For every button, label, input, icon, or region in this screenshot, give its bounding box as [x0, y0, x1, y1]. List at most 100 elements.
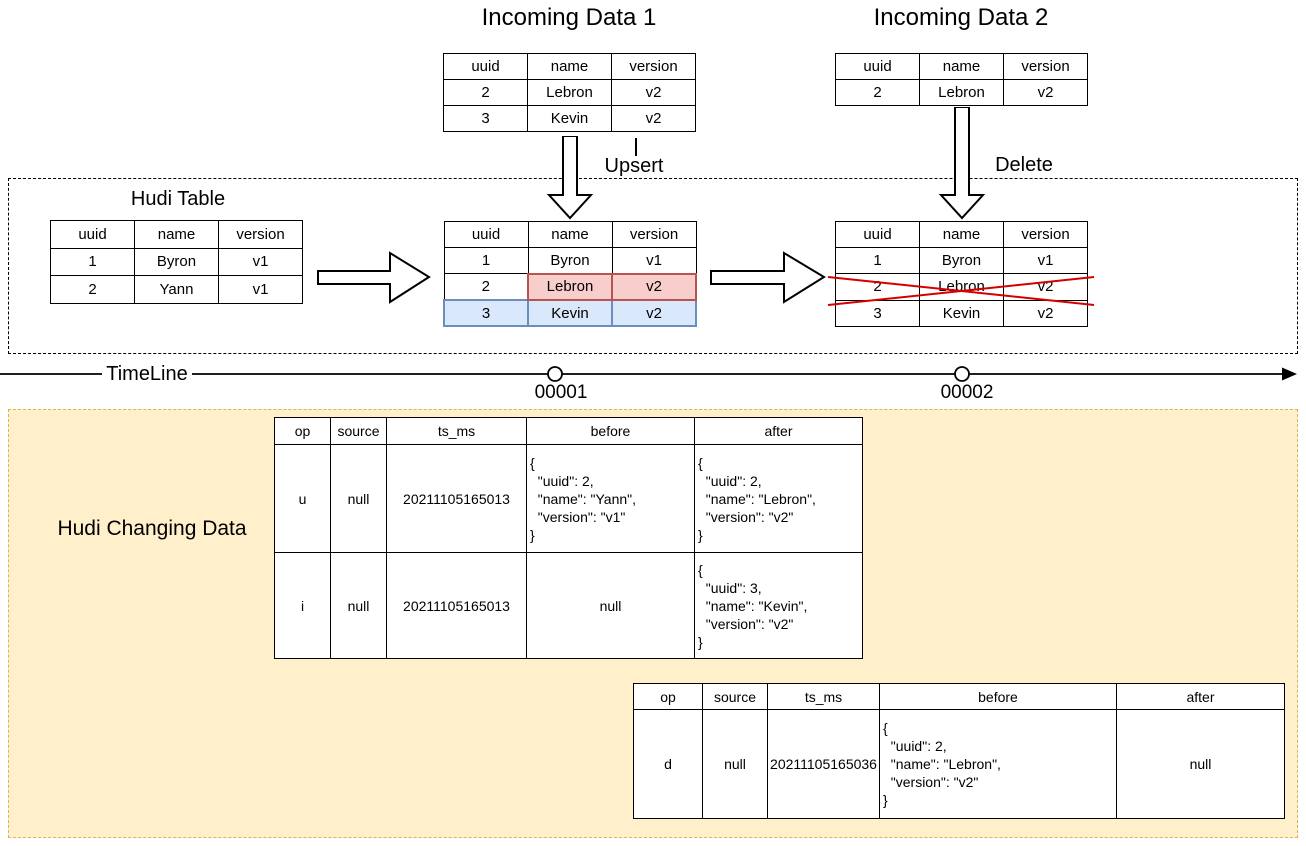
timeline-arrowhead-icon: [1282, 367, 1297, 381]
table-cell: Kevin: [919, 299, 1004, 327]
table-cell: null: [330, 552, 387, 659]
column-header: uuid: [835, 53, 920, 80]
column-header: ts_ms: [767, 683, 880, 710]
flow-arrow-upsert-to-delete-icon: [710, 251, 826, 304]
table-cell: 1: [443, 247, 529, 275]
table-cell: v2: [1003, 299, 1088, 327]
column-header: name: [527, 220, 613, 249]
table-cell: 20211105165013: [386, 552, 527, 659]
timeline-marker-1-label: 00001: [534, 382, 588, 403]
table-cell: 20211105165013: [386, 444, 527, 553]
upsert-arrow-icon: [546, 136, 594, 220]
table-cell: { "uuid": 2, "name": "Lebron", "version"…: [694, 444, 863, 553]
timeline-commit-2-marker-icon: [954, 366, 970, 382]
delete-label: Delete: [995, 154, 1053, 176]
table-cell: 3: [443, 105, 528, 132]
table-cell: v2: [1003, 79, 1088, 106]
table-cell: null: [702, 709, 768, 819]
table-cell: { "uuid": 2, "name": "Lebron", "version"…: [879, 709, 1117, 819]
timeline-axis: [0, 366, 1297, 382]
table-cell: 20211105165036: [767, 709, 880, 819]
table-cell: u: [274, 444, 331, 553]
column-header: source: [702, 683, 768, 710]
table-cell: Kevin: [527, 299, 613, 328]
column-header: version: [1003, 220, 1088, 249]
timeline-commit-1-marker-icon: [547, 366, 563, 382]
column-header: op: [633, 683, 703, 710]
column-header: name: [527, 53, 612, 80]
incoming-data-1-title: Incoming Data 1: [481, 4, 657, 31]
table-cell: Byron: [134, 247, 219, 276]
table-cell: Lebron: [919, 79, 1004, 106]
delete-arrow-icon: [938, 107, 986, 220]
incoming-data-2-title: Incoming Data 2: [873, 4, 1049, 31]
table-cell: 2: [50, 275, 135, 304]
column-header: version: [611, 220, 697, 249]
table-cell: v2: [611, 105, 696, 132]
table-cell: 1: [50, 247, 135, 276]
delete-cross-icon: [827, 276, 1095, 306]
hudi-table-title: Hudi Table: [130, 188, 226, 210]
column-header: version: [1003, 53, 1088, 80]
column-header: version: [218, 220, 303, 249]
upsert-leader-line: [635, 138, 637, 156]
column-header: after: [1116, 683, 1285, 710]
table-cell: v2: [611, 272, 697, 302]
table-cell: null: [526, 552, 695, 659]
table-cell: 2: [443, 273, 529, 301]
table-cell: { "uuid": 2, "name": "Yann", "version": …: [526, 444, 695, 553]
column-header: name: [134, 220, 219, 249]
table-cell: Kevin: [527, 105, 612, 132]
column-header: version: [611, 53, 696, 80]
hudi-changing-data-title: Hudi Changing Data: [57, 517, 247, 540]
flow-arrow-initial-to-upsert-icon: [317, 251, 431, 304]
table-cell: null: [1116, 709, 1285, 819]
table-cell: 1: [835, 247, 920, 275]
table-cell: v1: [218, 247, 303, 276]
table-cell: v1: [611, 247, 697, 275]
column-header: after: [694, 417, 863, 445]
table-cell: { "uuid": 3, "name": "Kevin", "version":…: [694, 552, 863, 659]
table-cell: 3: [443, 299, 529, 328]
table-cell: Lebron: [527, 272, 613, 302]
table-cell: Yann: [134, 275, 219, 304]
column-header: before: [526, 417, 695, 445]
column-header: name: [919, 53, 1004, 80]
column-header: source: [330, 417, 387, 445]
table-cell: v2: [611, 299, 697, 328]
table-cell: v1: [218, 275, 303, 304]
table-cell: Lebron: [527, 79, 612, 106]
column-header: op: [274, 417, 331, 445]
table-cell: 2: [835, 79, 920, 106]
timeline-marker-2-label: 00002: [940, 382, 994, 403]
